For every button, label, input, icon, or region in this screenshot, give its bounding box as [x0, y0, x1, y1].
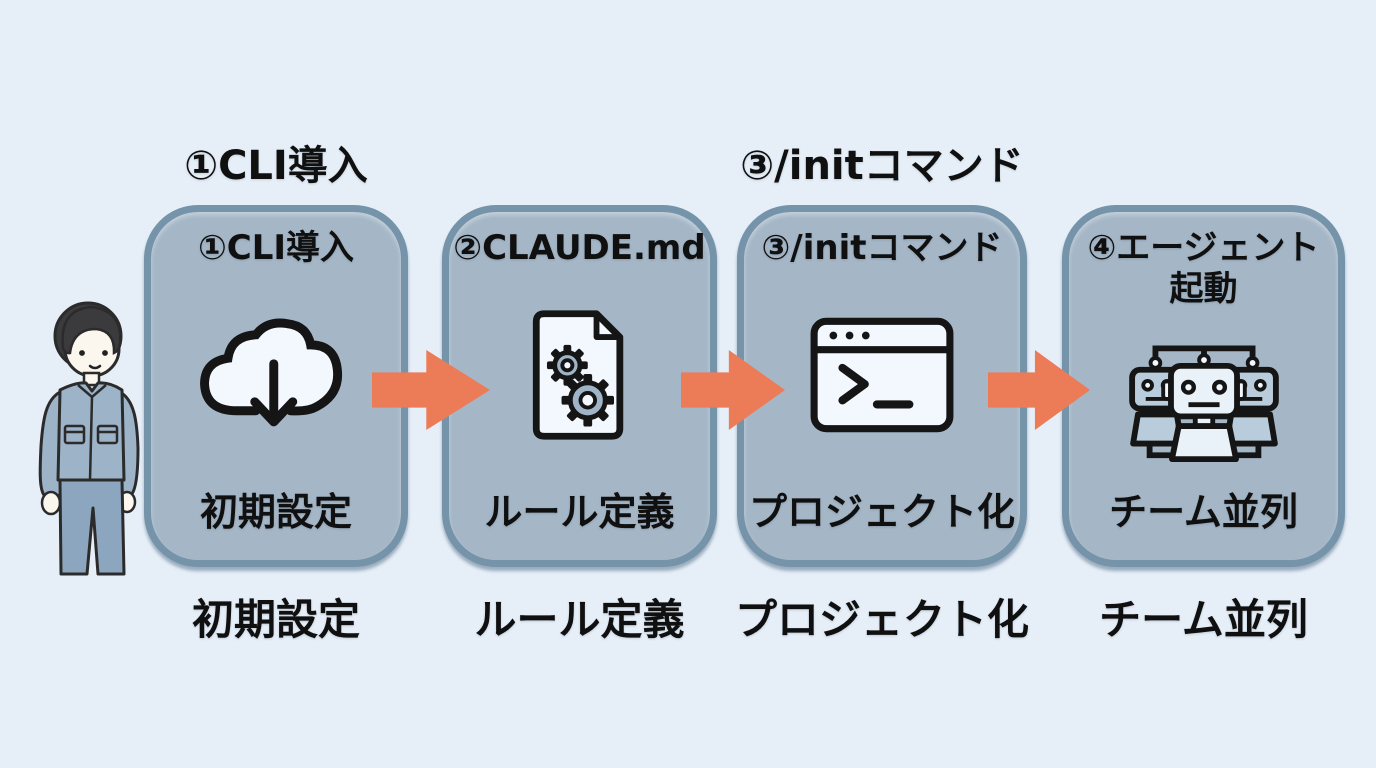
step-1-title: ①CLI導入: [197, 228, 355, 268]
floating-label-step3: ③/initコマンド: [740, 143, 1024, 189]
step-4-title: ④エージェント起動: [1087, 228, 1320, 309]
step-box-1: ①CLI導入 初期設定: [144, 205, 408, 567]
step-4-caption: チーム並列: [1099, 595, 1308, 644]
cloud-download-icon: [192, 269, 360, 481]
step-1-caption: 初期設定: [191, 595, 360, 644]
step-box-3: ③/initコマンド プロジェクト化: [737, 205, 1027, 567]
step-2-caption: ルール定義: [474, 595, 685, 644]
step-1-label: 初期設定: [199, 490, 352, 534]
document-gears-icon: [522, 269, 638, 481]
step-box-4: ④エージェント起動: [1062, 205, 1345, 567]
step-2-label: ルール定義: [484, 490, 675, 534]
step-2-title: ②CLAUDE.md: [453, 228, 706, 268]
worker-illustration: [26, 296, 150, 588]
floating-label-step1: ①CLI導入: [184, 143, 368, 189]
step-3-title: ③/initコマンド: [761, 228, 1003, 268]
step-3-caption: プロジェクト化: [734, 595, 1029, 644]
step-3-label: プロジェクト化: [748, 490, 1015, 534]
terminal-icon: [806, 269, 958, 481]
agent-team-icon: [1116, 310, 1292, 481]
step-4-label: チーム並列: [1109, 490, 1298, 534]
